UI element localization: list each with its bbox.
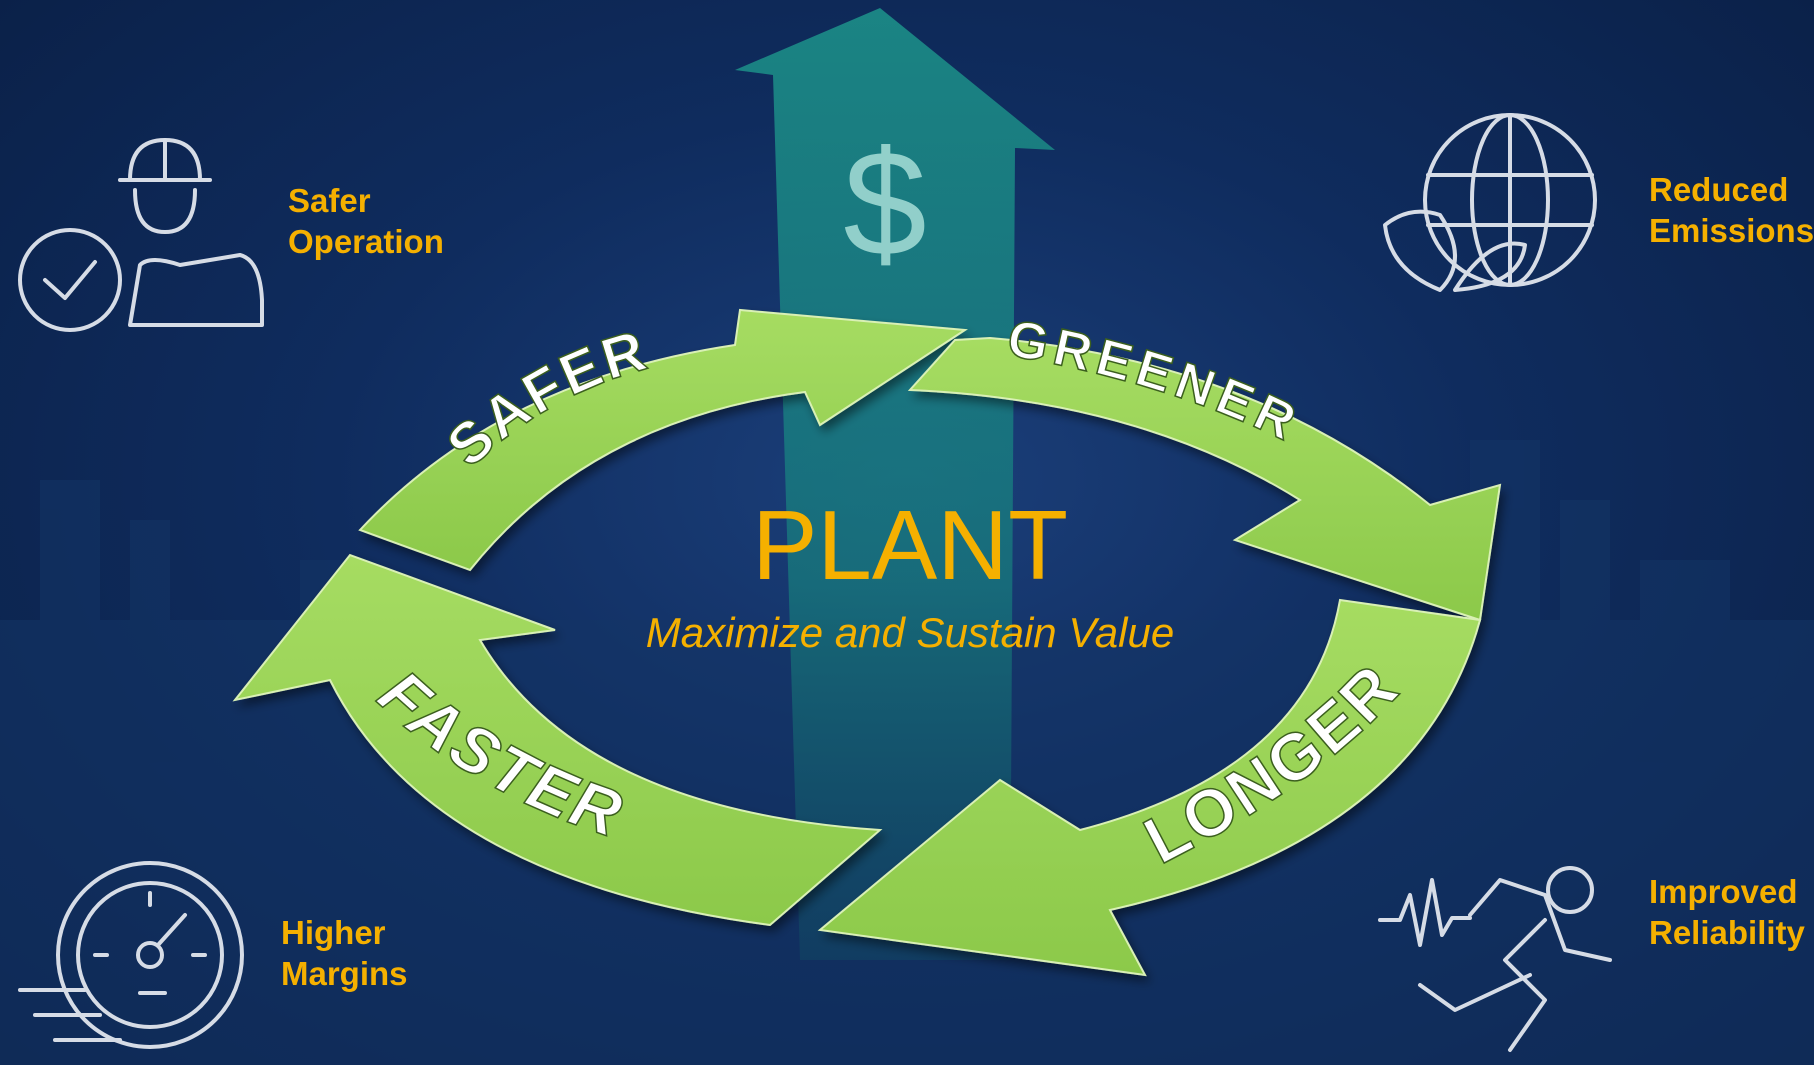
dollar-icon: $ bbox=[843, 119, 926, 287]
benefit-improved-reliability-line2: Reliability bbox=[1649, 914, 1805, 951]
benefit-higher-margins-line1: Higher bbox=[281, 914, 386, 951]
speedometer-icon bbox=[18, 861, 244, 1049]
worker-check-icon bbox=[18, 138, 264, 332]
benefit-higher-margins: Higher Margins bbox=[281, 912, 408, 994]
benefit-improved-reliability-line1: Improved bbox=[1649, 873, 1798, 910]
center-subtitle: Maximize and Sustain Value bbox=[645, 609, 1175, 656]
benefit-reduced-emissions: Reduced Emissions bbox=[1649, 169, 1814, 251]
runner-pulse-icon bbox=[1378, 866, 1612, 1052]
faster-arrow bbox=[232, 553, 883, 927]
value-arrow bbox=[735, 8, 1055, 960]
benefit-higher-margins-line2: Margins bbox=[281, 955, 408, 992]
safer-arrow bbox=[358, 308, 968, 572]
benefit-reduced-emissions-line2: Emissions bbox=[1649, 212, 1814, 249]
longer-arrow bbox=[817, 598, 1482, 977]
benefit-improved-reliability: Improved Reliability bbox=[1649, 871, 1805, 953]
benefit-safer-operation-line2: Operation bbox=[288, 223, 444, 260]
benefit-reduced-emissions-line1: Reduced bbox=[1649, 171, 1789, 208]
benefit-safer-operation: Safer Operation bbox=[288, 180, 444, 262]
benefit-safer-operation-line1: Safer bbox=[288, 182, 371, 219]
greener-arrow bbox=[907, 336, 1502, 622]
center-title: PLANT bbox=[752, 490, 1068, 600]
cycle-arrows bbox=[232, 308, 1502, 977]
globe-leaf-icon bbox=[1383, 113, 1597, 292]
